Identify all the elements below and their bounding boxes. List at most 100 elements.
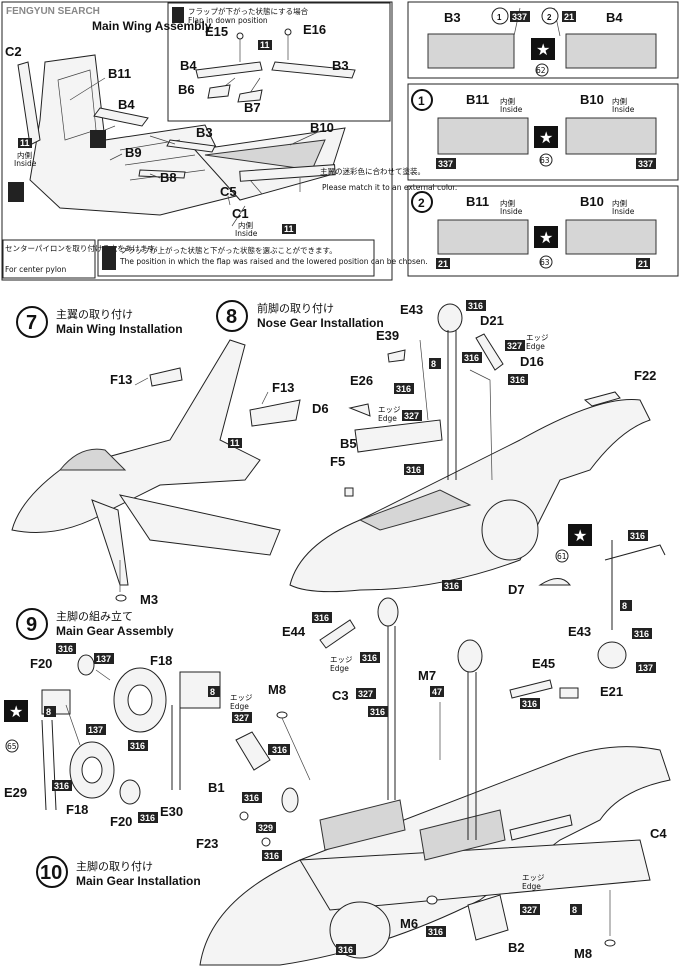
step-8-title-jp: 前脚の取り付け — [257, 301, 334, 315]
svg-text:8: 8 — [210, 687, 215, 697]
part-f20-b — [119, 779, 141, 805]
center-pylon-jp: センターパイロンを取り付ける穴をあけます。 — [5, 243, 162, 253]
edge-en-8b: Edge — [378, 414, 397, 423]
step-8-number: 8 — [226, 306, 237, 328]
svg-text:316: 316 — [244, 793, 259, 803]
label-b3-right: B3 — [444, 10, 461, 25]
label-f22: F22 — [634, 368, 656, 383]
svg-text:★: ★ — [9, 702, 23, 721]
drill-hole-icon — [90, 130, 106, 148]
intake-8 — [481, 499, 539, 561]
svg-text:★: ★ — [539, 228, 553, 247]
part-b1 — [235, 731, 271, 771]
label-b11-r3: B11 — [466, 194, 489, 209]
edge-jp-9: エッジ — [230, 693, 253, 702]
decal-63-a: 63 — [540, 156, 550, 165]
inside-jp-1: 内側 — [17, 150, 32, 160]
label-b5: B5 — [340, 436, 357, 451]
label-f13-a: F13 — [110, 372, 132, 387]
edge-jp-10b: エッジ — [522, 873, 545, 882]
paint-21-a: 21 — [438, 259, 448, 269]
part-d16 — [475, 333, 504, 371]
strut-e29 — [41, 719, 57, 811]
step-10-paint-codes: 316 316 327 316 47 316 316 316 329 316 3… — [242, 612, 582, 955]
label-d6: D6 — [312, 401, 329, 416]
svg-text:316: 316 — [264, 851, 279, 861]
step-8-title-en: Nose Gear Installation — [257, 316, 384, 330]
label-e16: E16 — [303, 22, 326, 37]
step-10-title-en: Main Gear Installation — [76, 874, 201, 888]
decal-65: 65 — [7, 742, 17, 751]
part-f23-b — [261, 837, 271, 847]
label-d7: D7 — [508, 582, 525, 597]
star-insignia-3 — [534, 226, 558, 248]
strut-e30 — [171, 705, 181, 790]
label-f5: F5 — [330, 454, 345, 469]
svg-text:8: 8 — [572, 905, 577, 915]
step-10-title-jp: 主脚の取り付け — [76, 859, 153, 873]
aircraft-7-fuselage — [11, 339, 261, 533]
flap-swap-icon — [172, 7, 184, 23]
svg-text:316: 316 — [634, 629, 649, 639]
step-9-title-en: Main Gear Assembly — [56, 624, 174, 638]
label-m6: M6 — [400, 916, 418, 931]
match-note-jp: 主翼の迷彩色に合わせて塗装。 — [320, 166, 425, 176]
label-c2: C2 — [5, 44, 22, 59]
step-8-paint-codes: 316 316 327 316 316 327 316 316 8 316 31… — [394, 300, 656, 673]
svg-text:8: 8 — [622, 601, 627, 611]
canopy-7 — [58, 448, 127, 471]
label-m8-b: M8 — [574, 946, 592, 961]
pylon-hole-icon — [8, 182, 24, 202]
label-b2: B2 — [508, 940, 525, 955]
paint-337-b: 337 — [638, 159, 653, 169]
inside-en-1: Inside — [14, 159, 37, 168]
flap-down-panel: フラップが下がった状態にする場合 Flap in down position E… — [167, 2, 391, 122]
step-7-number: 7 — [26, 312, 37, 334]
part-b8 — [138, 169, 186, 179]
svg-text:47: 47 — [432, 687, 442, 697]
label-b11: B11 — [108, 66, 131, 81]
label-c3: C3 — [332, 688, 349, 703]
step-9-number: 9 — [26, 614, 37, 636]
right-panel-1: 1 337 2 21 B3 B4 ★ 62 — [407, 1, 679, 79]
edge-jp-10a: エッジ — [330, 655, 353, 664]
label-e43-detail: E43 — [568, 624, 591, 639]
step-10-number: 10 — [40, 862, 62, 884]
edge-en-9: Edge — [230, 702, 249, 711]
part-f20-a — [77, 654, 95, 676]
step-8: 8 前脚の取り付け Nose Gear Installation ★ 61 E4… — [216, 300, 666, 673]
part-f22 — [583, 391, 621, 407]
label-d16: D16 — [520, 354, 544, 369]
label-e45: E45 — [532, 656, 555, 671]
label-e21: E21 — [600, 684, 623, 699]
part-b2 — [467, 894, 509, 941]
center-pylon-en: For center pylon — [5, 265, 66, 274]
mark-1: 1 — [418, 94, 425, 108]
right-panel-2: 1 B11 内側 Inside B10 内側 Inside ★ 63 337 3… — [407, 83, 679, 181]
label-f20-b: F20 — [110, 814, 132, 829]
svg-text:316: 316 — [396, 384, 411, 394]
label-b10-r3: B10 — [580, 194, 604, 209]
svg-text:316: 316 — [522, 699, 537, 709]
decal-63-b: 63 — [540, 258, 550, 267]
svg-text:316: 316 — [428, 927, 443, 937]
part-m3 — [115, 594, 127, 602]
paint-337-a: 337 — [438, 159, 453, 169]
paint-11-c2: 11 — [20, 138, 30, 148]
part-m8-a — [276, 711, 288, 719]
watermark: FENGYUN SEARCH — [6, 6, 100, 17]
paint-337-top: 337 — [512, 12, 527, 22]
svg-text:327: 327 — [358, 689, 373, 699]
label-b10: B10 — [310, 120, 334, 135]
flap-down-en: Flap in down position — [188, 16, 268, 25]
part-m8-b — [604, 939, 616, 947]
label-m7: M7 — [418, 668, 436, 683]
svg-text:★: ★ — [536, 40, 550, 59]
paint-21-b: 21 — [638, 259, 648, 269]
svg-text:329: 329 — [258, 823, 273, 833]
flap-note-jp: フラップが上がった状態と下がった状態を選ぶことができます。 — [120, 245, 337, 255]
inside-jp-r2a: 内側 — [500, 96, 515, 106]
mark-1-top: 1 — [497, 13, 502, 22]
flap-left — [195, 61, 263, 79]
wheel-e44 — [377, 597, 399, 627]
